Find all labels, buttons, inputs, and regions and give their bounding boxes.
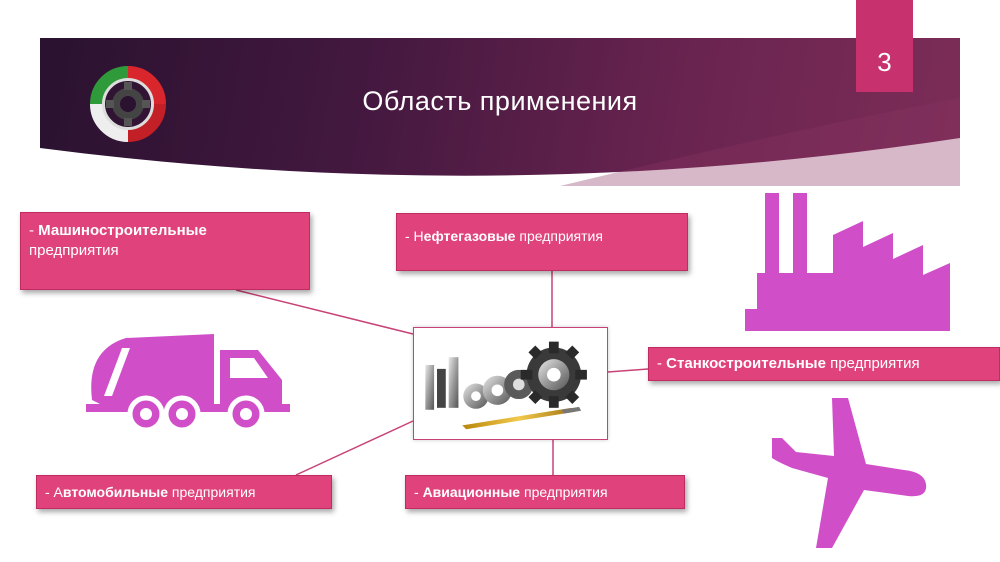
- factory-icon: [745, 193, 950, 331]
- label-rest: предприятия: [29, 242, 119, 259]
- slide-number: 3: [877, 47, 892, 77]
- label-prefix: - А: [45, 484, 63, 500]
- label-bold: втомобильные: [62, 484, 169, 500]
- airplane-icon: [772, 398, 927, 548]
- title-banner: [40, 38, 960, 186]
- cutting-tools-icon: [425, 341, 587, 430]
- banner-decoration: [40, 98, 960, 186]
- label-rest: предприятия: [168, 484, 256, 500]
- cutting-tools-photo: [413, 327, 608, 440]
- label-prefix: - Н: [405, 228, 424, 244]
- label-oil-gas: - Нефтегазовые предприятия: [396, 213, 688, 271]
- label-machine-building: - Машиностроительные предприятия: [20, 212, 310, 290]
- label-prefix: -: [414, 484, 423, 500]
- label-rest: предприятия: [825, 355, 920, 372]
- label-automotive: - Автомобильные предприятия: [36, 475, 332, 509]
- label-rest: предприятия: [520, 484, 608, 500]
- truck-icon: [86, 334, 290, 433]
- label-bold: ефтегазовые: [423, 228, 516, 244]
- label-prefix: -: [29, 222, 39, 239]
- label-bold: Машиностроительные: [38, 222, 207, 239]
- label-prefix: -: [657, 355, 667, 372]
- label-bold: Станкостроительные: [666, 355, 826, 372]
- slide-title: Область применения: [362, 86, 638, 116]
- label-aviation: - Авиационные предприятия: [405, 475, 685, 509]
- label-bold: Авиационные: [422, 484, 521, 500]
- gear-logo-icon: [90, 66, 166, 142]
- label-rest: предприятия: [515, 228, 603, 244]
- slide-number-box: 3: [856, 0, 913, 92]
- label-machine-tool: - Станкостроительные предприятия: [648, 347, 1000, 381]
